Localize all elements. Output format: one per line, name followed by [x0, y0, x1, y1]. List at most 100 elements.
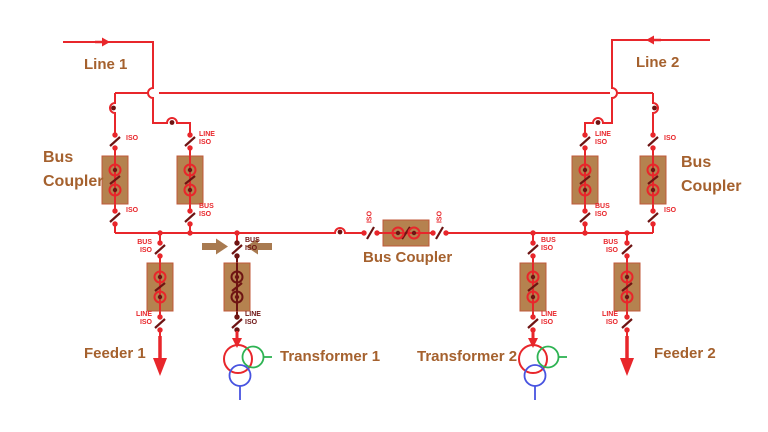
bus-isolator	[153, 239, 167, 260]
ct-dot	[111, 105, 116, 111]
iso-label-coupler-right-bottom: ISO	[664, 207, 677, 214]
bus-word: BUS	[199, 203, 214, 210]
iso-label-coupler-left-bottom: ISO	[126, 207, 139, 214]
line-word: LINE	[541, 311, 557, 318]
ct-dot	[652, 105, 657, 111]
line-word: LINE	[199, 131, 215, 138]
bus-coupler-right-label: Bus Coupler	[681, 151, 741, 199]
iso-label-middle-coupler-right: ISO	[436, 210, 444, 224]
feeder2-bay	[612, 233, 642, 376]
ct-dot	[169, 120, 175, 125]
transformer2-bay	[518, 233, 548, 348]
line-iso-label-line2-bay: LINE ISO	[595, 131, 611, 146]
feeder1-label: Feeder 1	[84, 345, 146, 362]
circuit-breaker	[381, 218, 431, 248]
bus-iso-label-line1-bay: BUS ISO	[199, 203, 214, 218]
down-arrow-icon	[232, 338, 242, 348]
transformer1-label: Transformer 1	[280, 348, 381, 365]
isolator-switch	[429, 225, 450, 241]
iso-label-middle-coupler-left: ISO	[366, 210, 374, 224]
bus-iso-label-feeder1: BUS ISO	[128, 239, 152, 254]
circuit-breaker	[518, 261, 548, 313]
transformer2-symbol	[518, 344, 567, 400]
iso-word: ISO	[595, 210, 608, 218]
circuit-breaker	[570, 154, 600, 206]
iso-word: ISO	[541, 318, 554, 326]
bus-coupler-middle-label: Bus Coupler	[363, 249, 453, 266]
line-isolator	[153, 313, 167, 334]
bus-coupler-left-label-line2: Coupler	[43, 173, 104, 190]
line-isolator	[526, 313, 540, 334]
bus-isolator	[183, 207, 197, 228]
isolator-switch	[646, 207, 660, 228]
ct-dot	[337, 229, 343, 235]
line-word: LINE	[602, 311, 618, 318]
bus-word: BUS	[541, 237, 556, 244]
bus-word: BUS	[137, 239, 152, 246]
highlight-arrows	[202, 238, 272, 255]
line1-label: Line 1	[84, 56, 128, 73]
feeder2-label: Feeder 2	[654, 345, 716, 362]
bus-iso-label-feeder2: BUS ISO	[594, 239, 618, 254]
busbar-2-with-middle-coupler	[115, 218, 653, 248]
line-iso-label-transformer2: LINE ISO	[541, 311, 557, 326]
transformer2-label: Transformer 2	[417, 348, 518, 365]
bus-iso-label-transformer1: BUS ISO	[245, 237, 260, 252]
isolator-switch	[360, 225, 381, 241]
down-arrow-icon	[528, 338, 538, 348]
line-isolator	[230, 313, 244, 334]
line-iso-label-transformer1: LINE ISO	[245, 311, 261, 326]
line-iso-label-feeder1: LINE ISO	[126, 311, 152, 326]
iso-word: ISO	[605, 318, 618, 326]
circuit-breaker	[175, 154, 205, 206]
line2-label: Line 2	[636, 54, 680, 71]
iso-word: ISO	[139, 246, 152, 254]
line-word: LINE	[245, 311, 261, 318]
flow-arrow-icon	[646, 35, 661, 45]
circuit-breaker	[612, 261, 642, 313]
bus-coupler-left-label: Bus Coupler	[43, 146, 103, 194]
feeder1-bay	[145, 233, 175, 376]
right-arrow-icon	[202, 238, 228, 255]
bus-word: BUS	[595, 203, 610, 210]
bus-coupler-right-label-line1: Bus	[681, 154, 712, 171]
line1-feed-bay	[63, 37, 205, 233]
bus-coupler-right-bay	[638, 93, 668, 233]
flow-arrow-icon	[95, 37, 110, 47]
iso-word: ISO	[245, 318, 258, 326]
left-arrow-icon	[246, 238, 272, 255]
circuit-breaker	[222, 261, 252, 313]
line-word: LINE	[136, 311, 152, 318]
transformer1-symbol	[223, 344, 272, 400]
ct-dot	[595, 120, 601, 125]
transformer1-bay	[222, 233, 252, 348]
iso-word: ISO	[199, 210, 212, 218]
line-isolator	[578, 131, 592, 152]
bus-isolator	[578, 207, 592, 228]
line-word: LINE	[595, 131, 611, 138]
bus-word: BUS	[603, 239, 618, 246]
line-iso-label-line1-bay: LINE ISO	[199, 131, 215, 146]
bus-isolator-open	[230, 239, 244, 260]
isolator-switch	[646, 131, 660, 152]
line-iso-label-feeder2: LINE ISO	[592, 311, 618, 326]
line2-feed-bay	[570, 35, 710, 233]
bus-iso-label-line2-bay: BUS ISO	[595, 203, 610, 218]
iso-word: ISO	[541, 244, 554, 252]
iso-word: ISO	[245, 244, 258, 252]
circuit-breaker	[145, 261, 175, 313]
isolator-switch	[108, 207, 122, 228]
iso-label-coupler-left-top: ISO	[126, 135, 139, 142]
feeder-arrow-icon	[620, 358, 634, 376]
bus-iso-label-transformer2: BUS ISO	[541, 237, 556, 252]
iso-word: ISO	[595, 138, 608, 146]
line-isolator	[183, 131, 197, 152]
bus-coupler-right-label-line2: Coupler	[681, 178, 742, 195]
iso-word: ISO	[199, 138, 212, 146]
circuit-breaker	[100, 154, 130, 206]
feeder-arrow-icon	[153, 358, 167, 376]
isolator-switch	[108, 131, 122, 152]
iso-label-coupler-right-top: ISO	[664, 135, 677, 142]
